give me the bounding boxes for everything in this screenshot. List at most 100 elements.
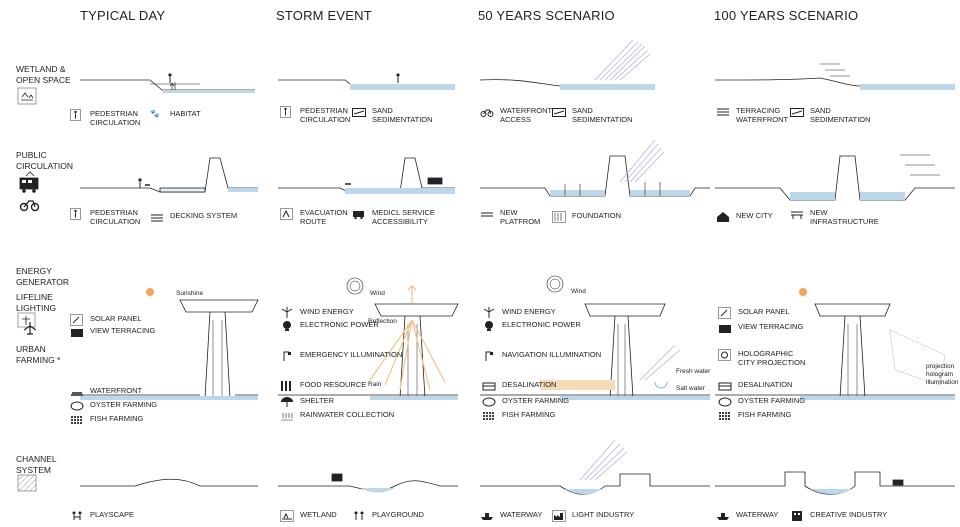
legend-item: WIND ENERGY xyxy=(482,307,556,319)
projection-label: projection xyxy=(926,363,955,370)
playground-icon xyxy=(352,510,366,522)
illumination-label: illumination xyxy=(926,379,959,386)
wind-label-50y: Wind xyxy=(571,288,586,295)
legend-item: OYSTER FARMING xyxy=(482,396,569,408)
pedestrian-icon xyxy=(280,106,294,118)
legend-item: WATERFRONT ACCESS xyxy=(480,106,552,124)
row-label-channel-system: CHANNEL SYSTEM xyxy=(16,454,57,475)
sunshine-label: Sunshine xyxy=(176,290,204,297)
legend-item: NEW CITY xyxy=(716,211,773,223)
lamp-icon xyxy=(280,350,294,362)
legend-item: SAND SEDIMENTATION xyxy=(790,106,871,124)
legend-item: DESALINATION xyxy=(482,380,556,392)
legend-item: CREATIVE INDUSTRY xyxy=(790,510,887,522)
circulation-storm-section xyxy=(278,157,455,194)
oyster-icon xyxy=(482,396,496,408)
legend-item: EMERGENCY ILLUMINATION xyxy=(280,350,402,362)
legend-item: WATERFRONT xyxy=(70,386,142,398)
column-header-storm-event: STORM EVENT xyxy=(276,8,372,23)
animal-icon: 🐾 xyxy=(150,109,160,118)
factory-icon xyxy=(552,510,566,522)
salt-water-label: Salt water xyxy=(676,385,705,392)
row-label-public-circulation: PUBLIC CIRCULATION xyxy=(16,150,73,171)
legend-item: EVACUATION ROUTE xyxy=(280,208,348,226)
sand-icon xyxy=(790,106,804,118)
legend-item: VIEW TERRACING xyxy=(70,326,155,338)
legend-item: RAINWATER COLLECTION xyxy=(280,410,394,422)
ambulance-icon xyxy=(352,208,366,220)
legend-item: OYSTER FARMING xyxy=(718,396,805,408)
legend-item: FOUNDATION xyxy=(552,211,621,223)
legend-item: ELECTRONIC POWER xyxy=(482,320,581,332)
legend-item: TERRACING WATERFRONT xyxy=(716,106,788,124)
playscape-icon xyxy=(70,510,84,522)
sand-icon xyxy=(552,106,566,118)
legend-item: WATERWAY xyxy=(480,510,542,522)
fresh-water-label: Fresh water xyxy=(676,368,711,375)
decking-icon xyxy=(150,211,164,223)
reflection-label: Reflection xyxy=(368,318,397,325)
tower-50y xyxy=(480,275,710,400)
solar-panel-icon xyxy=(70,314,84,326)
lamp-icon xyxy=(482,350,496,362)
hologram-label: hologram xyxy=(926,371,954,378)
house-icon xyxy=(716,211,730,223)
camera-icon xyxy=(70,326,84,338)
legend-item: VIEW TERRACING xyxy=(718,322,803,334)
rain-icon xyxy=(280,410,294,422)
channel-row-icon xyxy=(17,474,37,492)
food-icon xyxy=(280,380,294,392)
wetland-storm-section xyxy=(278,73,455,90)
wetland-50y-section xyxy=(479,39,655,90)
evacuation-icon xyxy=(280,208,294,220)
legend-item: WETLAND xyxy=(280,510,337,522)
pedestrian-icon xyxy=(70,208,84,220)
legend-item: DESALINATION xyxy=(718,380,792,392)
legend-item: DECKING SYSTEM xyxy=(150,211,237,223)
legend-item: FOOD RESOURCE xyxy=(280,380,366,392)
legend-item: FISH FARMING xyxy=(70,414,143,426)
desalination-icon xyxy=(482,380,496,392)
wind-turbine-icon xyxy=(482,307,496,319)
legend-item: PLAYSCAPE xyxy=(70,510,134,522)
circulation-50y-section xyxy=(480,139,710,197)
legend-item: PEDESTRIAN CIRCULATION xyxy=(70,208,140,226)
legend-item: OYSTER FARMING xyxy=(70,400,157,412)
legend-item: SHELTER xyxy=(280,396,334,408)
tower-storm xyxy=(278,277,459,400)
legend-item: SOLAR PANEL xyxy=(718,307,790,319)
row-label-energy-generator: ENERGY GENERATOR xyxy=(16,266,70,287)
energy-row-icon xyxy=(17,312,36,328)
circulation-typical-section xyxy=(80,157,258,193)
channel-50y-section xyxy=(480,439,710,495)
circulation-100y-section xyxy=(715,154,955,201)
wetland-typical-section xyxy=(80,73,255,93)
column-header-50-years: 50 YEARS SCENARIO xyxy=(478,8,615,23)
platform-icon xyxy=(480,208,494,220)
channel-typical-section xyxy=(80,478,258,487)
fish-icon xyxy=(482,410,496,422)
legend-item: FISH FARMING xyxy=(718,410,791,422)
legend-item: NEW INFRASTRUCTURE xyxy=(790,208,879,226)
farm-row-icon xyxy=(23,322,37,335)
row-label-urban-farming: URBAN FARMING * xyxy=(16,344,61,365)
wind-label: Wind xyxy=(370,290,385,297)
tower-typical xyxy=(80,288,259,400)
umbrella-icon xyxy=(280,396,294,408)
bicycle-row-icon xyxy=(19,200,40,212)
projector-icon xyxy=(718,349,732,361)
camera-icon xyxy=(718,322,732,334)
sand-icon xyxy=(352,106,366,118)
wetland-row-icon xyxy=(17,87,37,105)
column-header-100-years: 100 YEARS SCENARIO xyxy=(714,8,859,23)
legend-item: 🐾 HABITAT xyxy=(150,109,201,121)
boat-icon xyxy=(480,510,494,522)
wetland-100y-section xyxy=(714,63,955,90)
row-label-wetland: WETLAND & OPEN SPACE xyxy=(16,64,71,85)
legend-item: PEDESTRIAN CIRCULATION xyxy=(70,109,140,127)
legend-item: FISH FARMING xyxy=(482,410,555,422)
infrastructure-icon xyxy=(790,208,804,220)
legend-item: SOLAR PANEL xyxy=(70,314,142,326)
legend-item: PEDESTRIAN CIRCULATION xyxy=(280,106,350,124)
